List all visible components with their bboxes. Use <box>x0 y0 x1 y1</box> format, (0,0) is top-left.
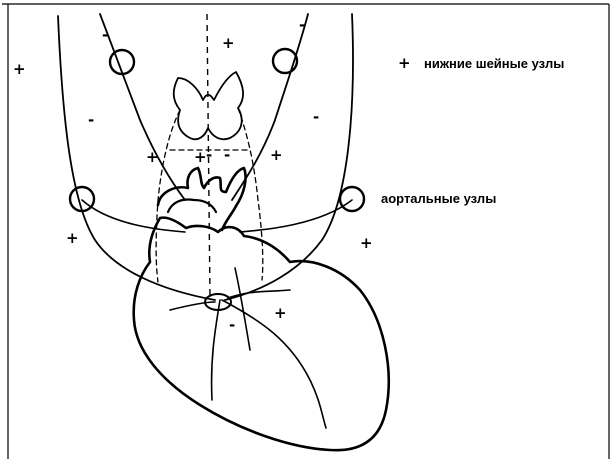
left-outer-nerve <box>58 16 215 300</box>
aortic-nodes-label: аортальные узлы <box>381 191 496 206</box>
left-lower-branch <box>82 200 185 232</box>
sign-plus: + <box>360 234 373 252</box>
sign-minus: - <box>206 146 212 164</box>
left-inner-nerve <box>100 14 185 200</box>
sign-plus: + <box>194 148 207 166</box>
right-aortic-ganglion <box>340 187 364 211</box>
sign-plus: + <box>13 60 26 78</box>
right-outer-nerve <box>225 14 353 300</box>
cervical-legend-plus: + <box>398 54 411 72</box>
heart-outline <box>134 218 389 451</box>
sign-plus: + <box>66 229 79 247</box>
right-inner-nerve <box>232 14 308 200</box>
figure-frame <box>2 4 609 459</box>
cervical-nodes-label: нижние шейные узлы <box>424 56 564 71</box>
sign-minus: - <box>229 316 235 334</box>
sign-minus: - <box>299 16 305 34</box>
heart-inner-line-1 <box>212 300 220 400</box>
sign-minus: - <box>102 26 108 44</box>
sign-plus: + <box>222 34 235 52</box>
left-aortic-ganglion <box>70 187 94 211</box>
sign-minus: - <box>313 108 319 126</box>
right-lower-branch <box>240 200 352 232</box>
sign-minus: - <box>88 111 94 129</box>
sign-minus: - <box>224 146 230 164</box>
heart-inner-line-4 <box>170 302 215 310</box>
sign-plus: + <box>146 148 159 166</box>
gland-dashed-left <box>156 110 180 282</box>
sign-plus: + <box>274 304 287 322</box>
sign-plus: + <box>270 146 283 164</box>
